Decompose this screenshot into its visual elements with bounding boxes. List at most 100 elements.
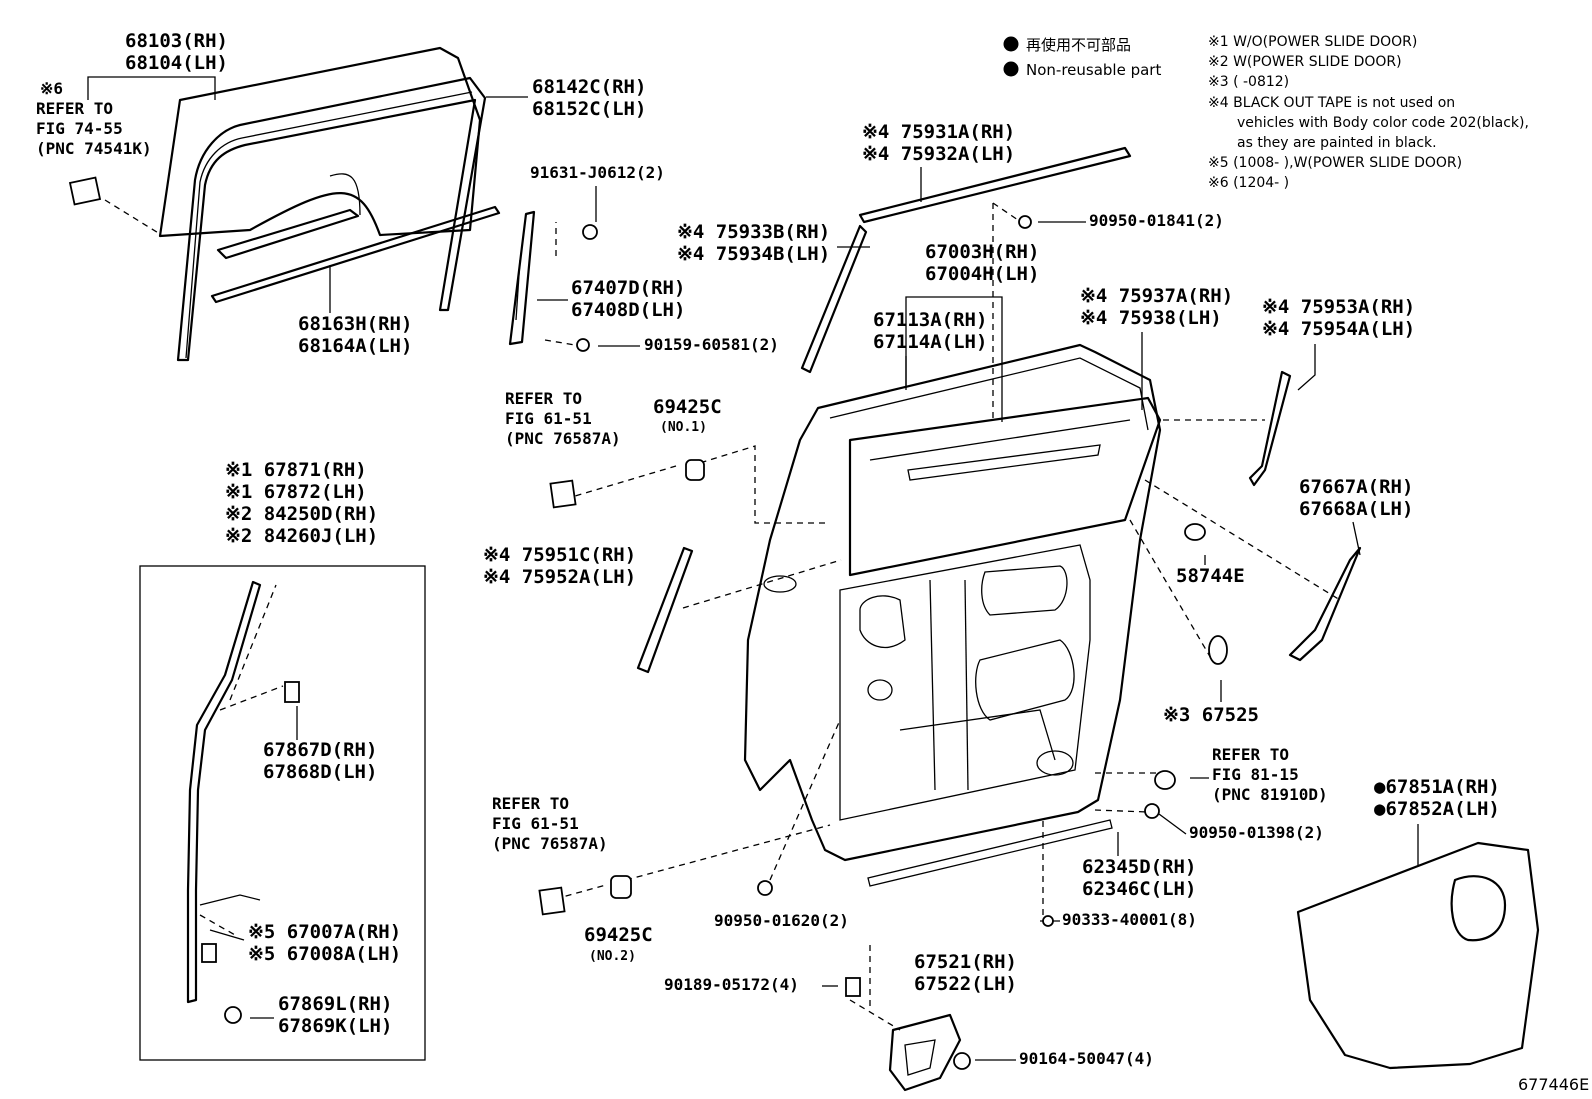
note-line: ※1 W/O(POWER SLIDE DOOR) bbox=[1208, 34, 1417, 50]
hole-plug-icon bbox=[1208, 635, 1228, 665]
part-number: 68163H(RH) bbox=[298, 313, 412, 335]
ref-line: (PNC 76587A) bbox=[492, 834, 608, 853]
label-67867: 67867D(RH) 67868D(LH) bbox=[263, 739, 377, 783]
part-number: 90189-05172(4) bbox=[664, 975, 799, 994]
label-67003: 67003H(RH) 67004H(LH) bbox=[925, 241, 1039, 285]
grommet-icon bbox=[224, 1006, 242, 1024]
label-90950-01841: 90950-01841(2) bbox=[1089, 211, 1224, 230]
label-ref-61-51-b: REFER TO FIG 61-51 (PNC 76587A) bbox=[492, 794, 608, 853]
label-67869: 67869L(RH) 67869K(LH) bbox=[278, 993, 392, 1037]
part-number: 67113A(RH) bbox=[873, 309, 987, 331]
part-number: 69425C bbox=[653, 396, 722, 418]
part-number: ※3 67525 bbox=[1163, 704, 1259, 726]
label-67851: ●67851A(RH) ●67852A(LH) bbox=[1374, 776, 1500, 820]
ref-line: REFER TO bbox=[505, 389, 582, 408]
label-67525: ※3 67525 bbox=[1163, 704, 1259, 726]
sticker-icon bbox=[549, 479, 577, 509]
note-line: ※2 W(POWER SLIDE DOOR) bbox=[1208, 54, 1402, 70]
label-91631: 91631-J0612(2) bbox=[530, 163, 665, 182]
note-line: ※4 BLACK OUT TAPE is not used on bbox=[1208, 95, 1455, 111]
part-number: ※4 75934B(LH) bbox=[677, 243, 830, 265]
part-number: 67867D(RH) bbox=[263, 739, 377, 761]
label-68142: 68142C(RH) 68152C(LH) bbox=[532, 76, 646, 120]
label-90950-01398: 90950-01398(2) bbox=[1189, 823, 1324, 842]
non-reusable-dot-icon bbox=[1003, 61, 1019, 77]
part-number: 68103(RH) bbox=[125, 30, 228, 52]
part-number: 91631-J0612(2) bbox=[530, 163, 665, 182]
label-90159: 90159-60581(2) bbox=[644, 335, 779, 354]
label-ref-81-15: REFER TO FIG 81-15 (PNC 81910D) bbox=[1212, 745, 1328, 804]
note-line: ※3 ( -0812) bbox=[1208, 74, 1289, 90]
part-number: ※5 67007A(RH) bbox=[248, 921, 401, 943]
part-sub: (NO.1) bbox=[660, 420, 707, 435]
part-number: 69425C bbox=[584, 924, 653, 946]
part-number: 67668A(LH) bbox=[1299, 498, 1413, 520]
part-number: ※4 75931A(RH) bbox=[862, 121, 1015, 143]
ref-line: REFER TO bbox=[492, 794, 569, 813]
part-number: ※4 75952A(LH) bbox=[483, 566, 636, 588]
legend-jp: 再使用不可部品 bbox=[1026, 36, 1131, 54]
cushion-icon bbox=[610, 875, 632, 899]
hole-plug-icon bbox=[1144, 803, 1160, 819]
label-67667: 67667A(RH) 67668A(LH) bbox=[1299, 476, 1413, 520]
screw-icon bbox=[576, 338, 590, 352]
ref-line: FIG 61-51 bbox=[505, 409, 592, 428]
part-number: 67522(LH) bbox=[914, 973, 1017, 995]
assembly-lines bbox=[104, 199, 1341, 1031]
part-number: 90159-60581(2) bbox=[644, 335, 779, 354]
ref-line: REFER TO bbox=[36, 99, 113, 118]
weatherstrip bbox=[186, 580, 262, 1004]
part-number: 67114A(LH) bbox=[873, 331, 987, 353]
label-90164: 90164-50047(4) bbox=[1019, 1049, 1154, 1068]
label-69425-no2: 69425C (NO.2) bbox=[584, 924, 653, 964]
screw-icon bbox=[582, 224, 598, 240]
ref-line: (PNC 81910D) bbox=[1212, 785, 1328, 804]
part-number: ●67851A(RH) bbox=[1374, 776, 1500, 798]
label-58744: 58744E bbox=[1176, 565, 1245, 587]
tape-75933 bbox=[800, 224, 868, 374]
tape-75951 bbox=[636, 546, 694, 674]
part-number: 62346C(LH) bbox=[1082, 878, 1196, 900]
legend: 再使用不可部品 Non-reusable part bbox=[1003, 36, 1161, 79]
label-90333: 90333-40001(8) bbox=[1062, 910, 1197, 929]
note-line: ※6 (1204- ) bbox=[1208, 175, 1289, 191]
ref-line: (PNC 74541K) bbox=[36, 139, 152, 158]
part-sub: (NO.2) bbox=[589, 949, 636, 964]
window-channel bbox=[210, 205, 501, 304]
trim-67667 bbox=[1288, 546, 1362, 662]
part-number: 67869K(LH) bbox=[278, 1015, 392, 1037]
label-75951: ※4 75951C(RH) ※4 75952A(LH) bbox=[483, 544, 636, 588]
inset-box bbox=[139, 565, 426, 1061]
label-68103: 68103(RH) 68104(LH) bbox=[125, 30, 228, 74]
label-90950-01620: 90950-01620(2) bbox=[714, 911, 849, 930]
part-number: 90950-01620(2) bbox=[714, 911, 849, 930]
glass-run bbox=[176, 76, 487, 362]
label-67113: 67113A(RH) 67114A(LH) bbox=[873, 309, 987, 353]
part-number: ※2 84250D(RH) bbox=[225, 503, 378, 525]
part-number: 67407D(RH) bbox=[571, 277, 685, 299]
ref-line: FIG 74-55 bbox=[36, 119, 123, 138]
sticker-icon bbox=[538, 886, 566, 916]
part-number: ※1 67871(RH) bbox=[225, 459, 367, 481]
label-75933: ※4 75933B(RH) ※4 75934B(LH) bbox=[677, 221, 830, 265]
part-number: ※4 75932A(LH) bbox=[862, 143, 1015, 165]
hole-plug-icon bbox=[1184, 523, 1206, 541]
tape-75953 bbox=[1248, 370, 1292, 487]
label-69425-no1: 69425C (NO.1) bbox=[653, 396, 722, 435]
part-number: ※5 67008A(LH) bbox=[248, 943, 401, 965]
label-75937: ※4 75937A(RH) ※4 75938(LH) bbox=[1080, 285, 1233, 329]
label-67521: 67521(RH) 67522(LH) bbox=[914, 951, 1017, 995]
part-number: 67868D(LH) bbox=[263, 761, 377, 783]
part-number: ※4 75937A(RH) bbox=[1080, 285, 1233, 307]
part-number: ※4 75933B(RH) bbox=[677, 221, 830, 243]
figure-id: 677446E bbox=[1518, 1075, 1589, 1094]
ref-line: ※6 bbox=[40, 79, 63, 98]
ref-line: REFER TO bbox=[1212, 745, 1289, 764]
note-line: ※5 (1008- ),W(POWER SLIDE DOOR) bbox=[1208, 155, 1462, 171]
part-number: 58744E bbox=[1176, 565, 1245, 587]
service-hole-cover bbox=[1296, 841, 1540, 1070]
part-number: 68152C(LH) bbox=[532, 98, 646, 120]
nut-icon bbox=[845, 977, 861, 997]
division-bar bbox=[508, 210, 536, 346]
part-number: 90950-01841(2) bbox=[1089, 211, 1224, 230]
